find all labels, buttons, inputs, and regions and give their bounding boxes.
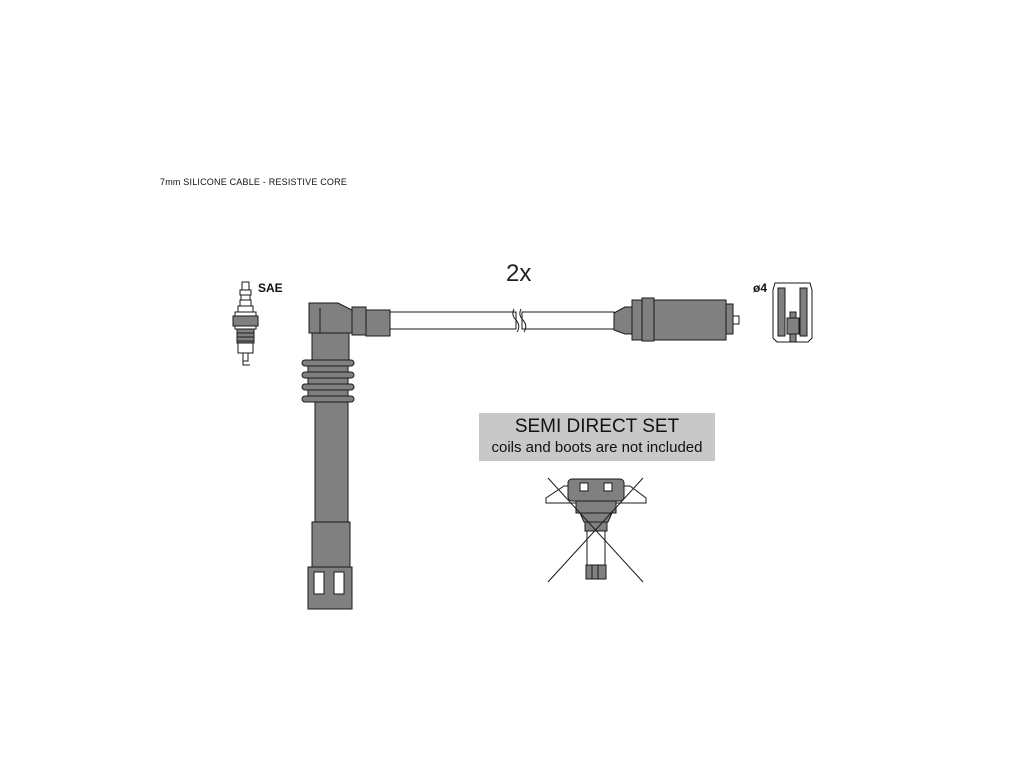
notice-title: SEMI DIRECT SET [514,416,680,437]
cable-spec-text: 7mm SILICONE CABLE - RESISTIVE CORE [160,177,348,187]
ignition-lead-cable [389,308,615,333]
terminal-connector-icon [772,282,813,343]
spark-plug-icon [232,281,259,366]
plug-boot-icon [301,302,391,610]
notice-subtitle: coils and boots are not included [491,439,703,456]
ignition-coil-icon [545,477,647,583]
semi-direct-notice: SEMI DIRECT SET coils and boots are not … [479,413,715,461]
spark-plug-standard-label: SAE [258,281,283,295]
coil-boot-icon [613,297,740,342]
terminal-size-label: ø4 [753,281,768,295]
quantity-label: 2x [506,260,532,287]
